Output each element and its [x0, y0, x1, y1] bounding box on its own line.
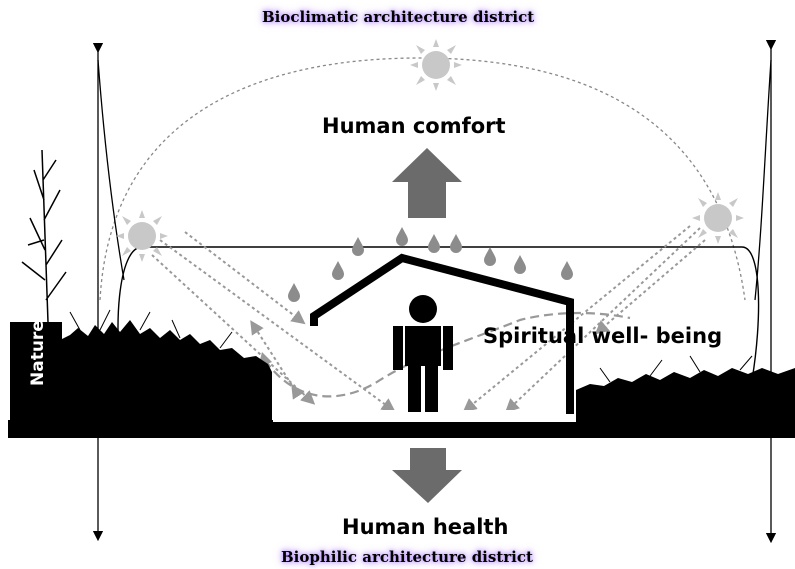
sun-icon — [116, 210, 168, 262]
right-curve-line — [755, 60, 771, 300]
person-icon — [393, 295, 453, 412]
tree-icon — [22, 150, 66, 322]
water-drop-icon — [561, 261, 573, 280]
bottom-district-title: Biophilic architecture district — [281, 548, 533, 566]
house-roof — [314, 258, 570, 326]
water-drop-icon — [288, 283, 300, 302]
water-drop-icon — [396, 227, 408, 246]
sun-icon — [410, 39, 462, 91]
grass-left — [60, 320, 272, 425]
nature-label: Nature — [28, 354, 48, 386]
water-drop-icon — [332, 261, 344, 280]
human-comfort-label: Human comfort — [322, 114, 506, 138]
left-curve-line — [98, 60, 124, 280]
water-drop-icon — [428, 234, 440, 253]
grass-right — [576, 368, 795, 425]
human-health-label: Human health — [342, 515, 508, 539]
water-drop-icon — [514, 255, 526, 274]
sun-icon — [692, 192, 744, 244]
top-district-title: Bioclimatic architecture district — [262, 8, 534, 26]
spiritual-label: Spiritual well- being — [483, 324, 722, 348]
health-arrow — [392, 448, 462, 503]
house-floor — [273, 410, 576, 422]
comfort-arrow — [392, 148, 462, 218]
water-drop-icon — [352, 237, 364, 256]
water-drop-icon — [450, 234, 462, 253]
ground-bar — [8, 420, 795, 438]
water-drop-icon — [484, 247, 496, 266]
